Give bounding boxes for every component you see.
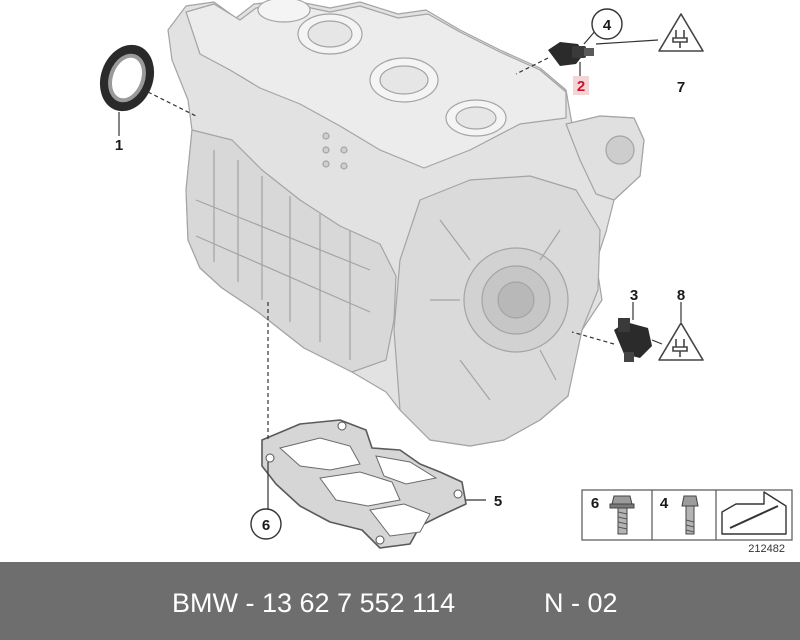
electrical-warning-icon — [658, 322, 704, 361]
engine-block — [167, 0, 645, 447]
leader-lines — [118, 29, 682, 510]
callout-2-highlight — [573, 76, 589, 95]
revision-text: N - 02 — [544, 588, 618, 618]
callout-5: 5 — [494, 493, 502, 510]
reference-arrow-icon — [721, 491, 787, 535]
oil-deflector-gasket — [261, 419, 467, 549]
callout-1: 1 — [115, 137, 123, 154]
callout-4: 4 — [603, 17, 612, 34]
legend-label-6: 6 — [591, 495, 599, 512]
shaft-seal-ring — [99, 44, 155, 112]
flange-bolt-icon — [609, 495, 635, 535]
drawing-number: 212482 — [748, 543, 785, 555]
callout-4-circle — [591, 8, 623, 40]
electrical-warning-icon — [658, 13, 704, 52]
sensor-top — [548, 42, 594, 66]
hex-bolt-icon — [681, 495, 699, 535]
hardware-legend: 6 4 212482 — [581, 489, 793, 555]
sensor-side — [614, 318, 652, 362]
part-number-text: BMW - 13 62 7 552 114 — [172, 588, 456, 618]
callout-7: 7 — [677, 79, 685, 96]
part-number-footer: BMW - 13 62 7 552 114 N - 02 — [0, 562, 800, 640]
callout-6: 6 — [262, 517, 270, 534]
parts-diagram: 1 2 3 4 5 6 7 8 6 4 212482 — [99, 0, 793, 555]
legend-label-4: 4 — [660, 495, 669, 512]
callout-2: 2 — [577, 78, 585, 95]
callout-3: 3 — [630, 287, 638, 304]
callout-6-circle — [250, 508, 282, 540]
callout-8: 8 — [677, 287, 685, 304]
